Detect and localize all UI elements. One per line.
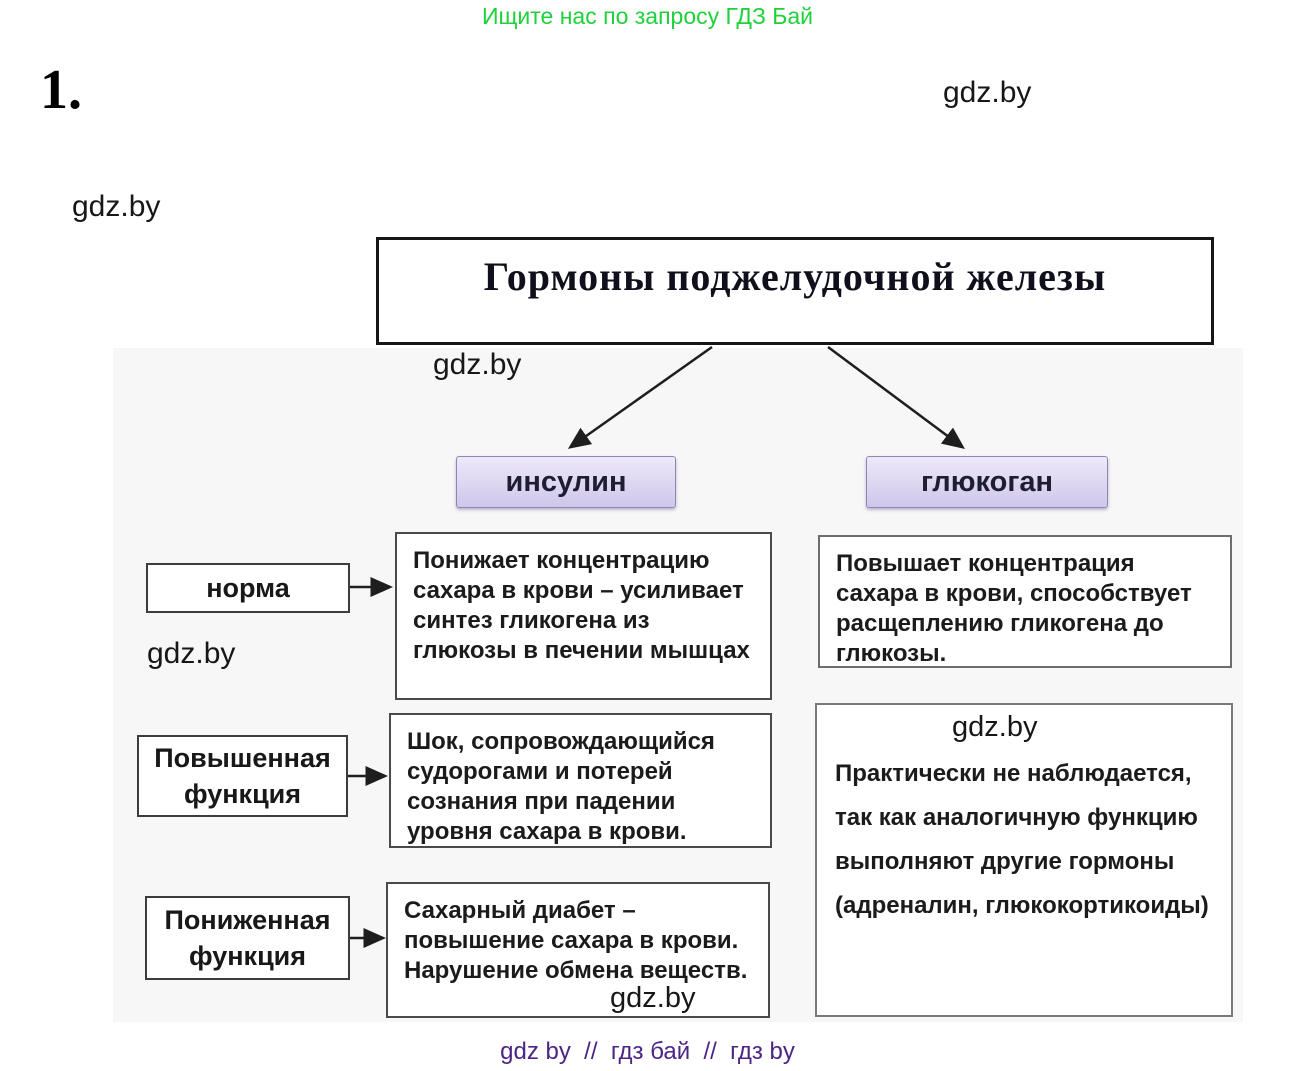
watermark-top-right: gdz.by [943, 76, 1032, 109]
row-label-norma: норма [146, 563, 350, 613]
branch-glucagon: глюкоган [866, 456, 1108, 508]
diagram-title: Гормоны поджелудочной железы [483, 254, 1107, 299]
glucagon-effect-norma: Повышает концентрация сахара в крови, сп… [818, 535, 1232, 668]
watermark-in-diabetes-box: gdz.by [610, 982, 696, 1014]
watermark-in-glucagon-box: gdz.by [952, 711, 1038, 743]
insulin-effect-hyperfunction: Шок, сопровождающийся судорогами и потер… [389, 713, 772, 848]
diagram-title-box: Гормоны поджелудочной железы [376, 237, 1214, 345]
branch-insulin: инсулин [456, 456, 676, 508]
promo-banner: Ищите нас по запросу ГДЗ Бай [481, 3, 814, 29]
watermark-under-title: gdz.by [433, 348, 522, 381]
watermark-mid-left: gdz.by [147, 637, 236, 670]
row-label-hypofunction: Пониженная функция [145, 896, 350, 980]
watermark-left: gdz.by [72, 190, 161, 223]
insulin-effect-hypofunction: Сахарный диабет – повышение сахара в кро… [386, 882, 770, 1018]
glucagon-effect-rest: Практически не наблюдается, так как анал… [815, 703, 1233, 1017]
page-number: 1. [40, 59, 82, 121]
footer-watermark: gdz by // гдз бай // гдз by [500, 1038, 795, 1065]
row-label-hyperfunction: Повышенная функция [137, 735, 348, 817]
insulin-effect-norma: Понижает концентрацию сахара в крови – у… [395, 532, 772, 700]
